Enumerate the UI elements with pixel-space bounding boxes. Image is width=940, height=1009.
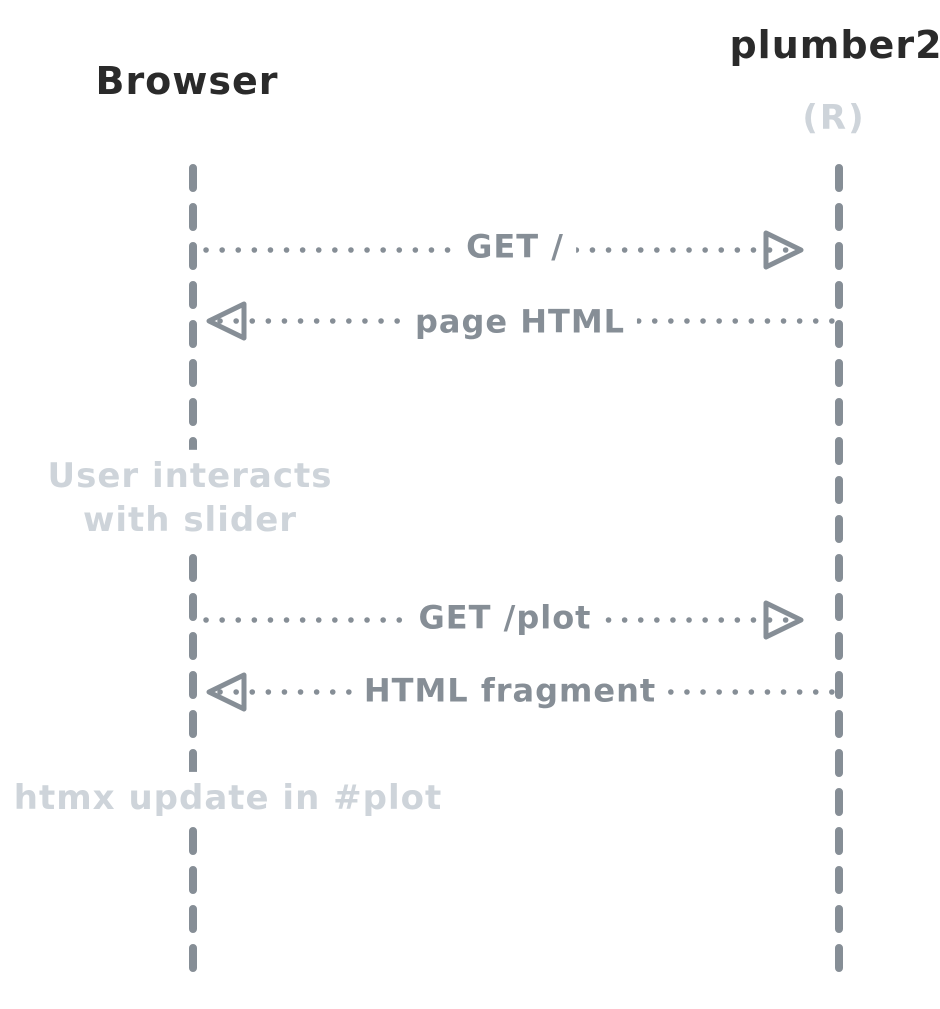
message-label-get-root: GET / (454, 228, 576, 266)
arrowhead-left-icon (206, 672, 247, 712)
arrowhead-right-icon (763, 600, 804, 640)
actor-title-plumber2: plumber2 (729, 23, 940, 67)
arrowhead-left-icon (206, 301, 247, 341)
note-line: htmx update in #plot (13, 777, 443, 818)
note-htmx-update: htmx update in #plot (3, 771, 453, 825)
message-label-page-html: page HTML (402, 303, 638, 341)
note-line: with slider (82, 500, 298, 540)
arrowhead-right-icon (763, 230, 804, 270)
note-user-interacts: User interacts with slider (37, 449, 343, 547)
note-line: User interacts (47, 455, 333, 496)
actor-subtitle-r: (R) (802, 98, 866, 138)
message-label-get-plot: GET /plot (406, 599, 604, 637)
message-label-html-fragment: HTML fragment (351, 672, 669, 710)
actor-title-browser: Browser (95, 59, 279, 103)
